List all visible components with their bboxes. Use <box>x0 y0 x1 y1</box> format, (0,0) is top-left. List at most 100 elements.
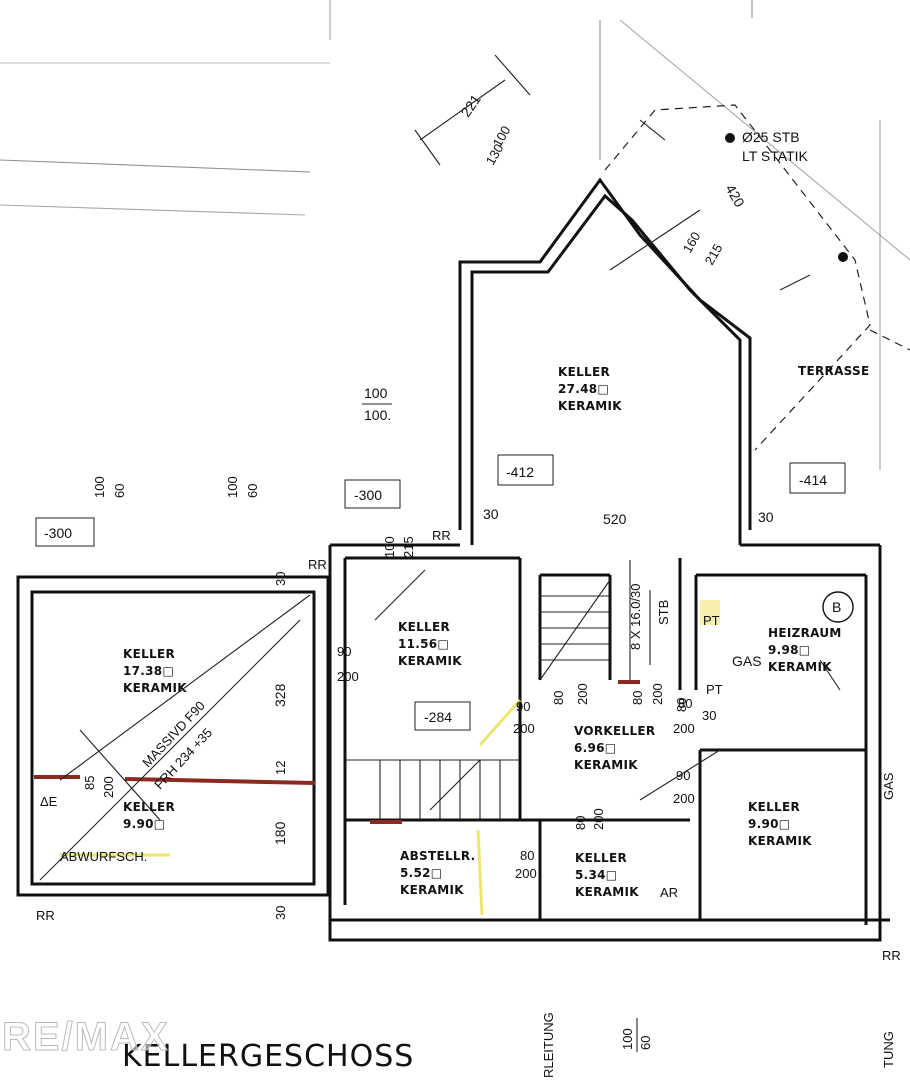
b-marker: B <box>832 599 841 615</box>
swing-lines <box>39 54 841 881</box>
dim-100-dot: 100. <box>364 407 391 423</box>
level-box <box>344 479 401 509</box>
room-name: KELLER <box>123 647 175 661</box>
room-name: VORKELLER <box>574 724 655 738</box>
dim-200-f: 200 <box>650 683 665 705</box>
room-area: 6.96□ <box>574 741 616 755</box>
dim-30-b: 30 <box>758 509 774 525</box>
room-area: 9.98□ <box>768 643 810 657</box>
room-finish: KERAMIK <box>400 883 464 897</box>
stair-note: 8 X 16.0/30 <box>628 584 643 651</box>
dim-30-e: 30 <box>702 708 716 723</box>
dim-30-d: 30 <box>273 906 288 920</box>
room-name: KELLER <box>398 620 450 634</box>
room-keller-small: KELLER 5.34□ KERAMIK <box>575 851 639 899</box>
dim-80-b: 80 <box>573 816 588 830</box>
dim-200-g: 200 <box>673 721 695 736</box>
plan-title: KELLERGESCHOSS <box>122 1039 414 1074</box>
dim-30-a: 30 <box>483 506 499 522</box>
delta-e-note: ΔE <box>40 794 58 809</box>
column-dot <box>725 133 735 143</box>
rr-note: RR <box>36 908 55 923</box>
dim-100-e: 100 <box>382 536 397 558</box>
ar-note: AR <box>660 885 678 900</box>
dim-215-b: 215 <box>401 536 416 558</box>
dim-60-a: 60 <box>112 484 127 498</box>
room-area: 5.52□ <box>400 866 442 880</box>
room-keller-main: KELLER 27.48□ KERAMIK <box>558 365 622 413</box>
room-area: 5.34□ <box>575 868 617 882</box>
dim-100-c: 100 <box>92 476 107 498</box>
walls <box>16 177 890 942</box>
level-terrace: -414 <box>799 472 827 488</box>
dim-221: 221 <box>457 91 484 119</box>
b-marker-circle <box>822 591 854 623</box>
column-note-statik: LT STATIK <box>742 148 809 164</box>
dim-180: 180 <box>272 821 288 845</box>
column-dot <box>838 252 848 262</box>
gas-note: GAS <box>732 653 762 669</box>
stairs <box>345 560 651 820</box>
abwurf-note: ABWURFSCH. <box>60 849 147 864</box>
dim-60-b: 60 <box>245 484 260 498</box>
room-abstellraum: ABSTELLR. 5.52□ KERAMIK <box>400 849 475 897</box>
dim-200-e: 200 <box>591 808 606 830</box>
dim-328: 328 <box>272 683 288 707</box>
room-name: KELLER <box>748 800 800 814</box>
room-finish: KERAMIK <box>123 681 187 695</box>
dim-80-d: 80 <box>678 696 692 711</box>
dim-80-e: 80 <box>520 848 534 863</box>
room-finish: KERAMIK <box>574 758 638 772</box>
dim-200-b: 200 <box>101 776 116 798</box>
stb-note: STB <box>656 600 671 625</box>
level-box <box>35 517 95 547</box>
room-area: 9.90□ <box>748 817 790 831</box>
column-note: Ø25 STB <box>742 129 800 145</box>
level-mid-top: -300 <box>354 487 382 503</box>
construction-lines <box>0 0 910 470</box>
dim-200-i: 200 <box>515 866 537 881</box>
room-finish: KERAMIK <box>768 660 832 674</box>
room-name: KELLER <box>558 365 610 379</box>
room-keller-left-small: KELLER 9.90□ <box>123 800 175 831</box>
pt-note-2: PT <box>706 682 723 697</box>
level-box <box>497 454 554 486</box>
rr-note: RR <box>432 528 451 543</box>
dim-420: 420 <box>722 182 748 210</box>
level-mid: -284 <box>424 709 452 725</box>
dim-80-a: 80 <box>551 691 566 705</box>
tung-note: TUNG <box>881 1031 896 1068</box>
room-area: 9.90□ <box>123 817 165 831</box>
room-area: 27.48□ <box>558 382 609 396</box>
room-name: ABSTELLR. <box>400 849 475 863</box>
dim-12: 12 <box>273 761 288 775</box>
gas-note-2: GAS <box>881 772 896 800</box>
room-keller-right: KELLER 9.90□ KERAMIK <box>748 800 812 848</box>
room-keller-left: KELLER 17.38□ KERAMIK <box>123 647 187 695</box>
room-finish: KERAMIK <box>558 399 622 413</box>
level-box <box>414 701 471 731</box>
highlights <box>60 600 720 916</box>
room-name: KELLER <box>123 800 175 814</box>
dim-80-f: 80 <box>674 698 689 712</box>
dim-100-b: 100 <box>364 385 388 401</box>
level-left: -300 <box>44 525 72 541</box>
dim-520: 520 <box>603 511 627 527</box>
rr-note: RR <box>308 557 327 572</box>
dim-215-a: 215 <box>702 241 726 267</box>
rr-note: RR <box>882 948 901 963</box>
dim-100-d: 100 <box>225 476 240 498</box>
level-box <box>789 462 846 494</box>
dim-80-c: 80 <box>630 691 645 705</box>
leitung-note: RLEITUNG <box>541 1012 556 1078</box>
dim-200-h: 200 <box>673 791 695 806</box>
room-terrasse: TERRASSE <box>798 364 870 378</box>
level-main: -412 <box>506 464 534 480</box>
room-area: 11.56□ <box>398 637 449 651</box>
dim-160: 160 <box>680 229 704 255</box>
room-finish: KERAMIK <box>575 885 639 899</box>
room-area: 17.38□ <box>123 664 174 678</box>
dim-200-a: 200 <box>337 669 359 684</box>
red-walls <box>34 680 640 824</box>
